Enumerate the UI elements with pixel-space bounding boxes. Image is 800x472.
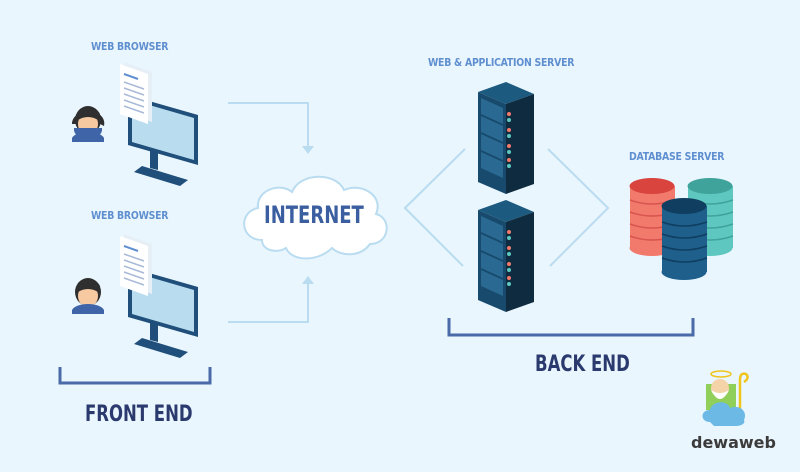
arrow-up-icon — [302, 276, 314, 284]
cloud-icon — [243, 175, 388, 260]
internet-label: INTERNET — [264, 201, 364, 229]
client-2 — [72, 234, 198, 358]
back-end-label: BACK END — [535, 352, 630, 377]
server-rack-icon — [478, 200, 534, 312]
database-icon-teal — [687, 178, 734, 256]
monitor-icon — [128, 95, 198, 186]
web-browser-label-1: WEB BROWSER — [91, 40, 169, 53]
dewaweb-logo-icon — [702, 370, 749, 426]
app-server-label: WEB & APPLICATION SERVER — [428, 56, 575, 69]
user-icon — [72, 106, 105, 142]
database-server-label: DATABASE SERVER — [629, 150, 725, 163]
web-browser-label-2: WEB BROWSER — [91, 209, 169, 222]
arrow-down-icon — [302, 146, 314, 154]
server-rack-icon — [478, 82, 534, 194]
dewaweb-logo-text: dewaweb — [691, 433, 776, 452]
front-end-bracket — [58, 367, 212, 385]
client-1 — [72, 62, 198, 186]
front-end-label: FRONT END — [85, 402, 193, 427]
back-end-bracket — [447, 318, 695, 337]
document-icon — [120, 62, 152, 124]
connector-bottom — [228, 282, 309, 323]
document-icon — [120, 234, 152, 296]
user-icon — [72, 278, 104, 314]
database-icon-navy — [661, 198, 708, 280]
connector-top — [228, 102, 309, 148]
connector-internet-servers — [403, 148, 610, 267]
